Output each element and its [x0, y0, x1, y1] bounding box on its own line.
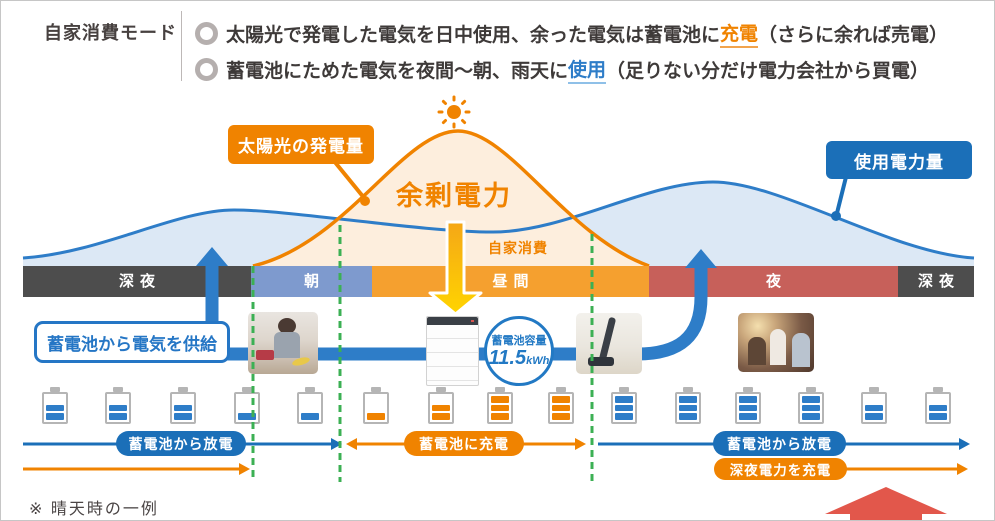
battery-icon [487, 387, 513, 424]
footnote: ※ 晴天時の一例 [29, 501, 159, 518]
battery-icon [925, 387, 951, 424]
pill-discharge-left: 蓄電池から放電 [116, 431, 246, 456]
sun-icon [437, 95, 471, 129]
photo-vacuum [576, 313, 642, 374]
battery-icon [105, 387, 131, 424]
supply-up-arrowhead-left [196, 247, 228, 266]
solar-callout-dot [360, 196, 370, 206]
capacity-title: 蓄電池容量 [491, 334, 547, 347]
timebar-midnight-right: 深夜 [898, 266, 974, 297]
bullet1-post: （さらに余れば売電） [758, 25, 949, 46]
solar-callout: 太陽光の発電量 [228, 125, 374, 164]
self-consumption-label: 自家消費 [488, 240, 548, 256]
battery-unit-image [426, 316, 479, 386]
surplus-power-label: 余剰電力 [396, 181, 512, 211]
solar-area [253, 131, 649, 266]
battery-icon [861, 387, 887, 424]
battery-icon [170, 387, 196, 424]
solar-curve [252, 129, 650, 268]
bullet-line-1: 太陽光で発電した電気を日中使用、余った電気は蓄電池に充電（さらに余れば売電） [195, 19, 948, 48]
red-up-arrow [825, 487, 947, 520]
self-consumption-arrow [428, 220, 483, 316]
header-divider [181, 11, 182, 81]
usage-callout-connector [835, 176, 848, 214]
timebar-night: 夜 [649, 266, 898, 297]
bullet2-highlight: 使用 [568, 55, 607, 84]
battery-icon [675, 387, 701, 424]
usage-callout-dot [831, 211, 841, 221]
pill-charge-day: 蓄電池に充電 [404, 431, 524, 456]
supply-up-arrowhead-right [685, 249, 717, 268]
charge-day-head-left [346, 438, 357, 450]
timebar-morning: 朝 [251, 266, 372, 297]
battery-icon [428, 387, 454, 424]
usage-area [23, 182, 974, 271]
bullet1-pre: 太陽光で発電した電気を日中使用、余った電気は蓄電池に [226, 25, 721, 46]
capacity-value: 11.5kWh [488, 346, 550, 369]
night-charge-right-head [957, 463, 968, 475]
bullet1-highlight: 充電 [720, 19, 759, 48]
battery-icon [611, 387, 637, 424]
discharge-right-head [959, 438, 970, 450]
pill-discharge-right: 蓄電池から放電 [713, 431, 846, 456]
timebar-daytime: 昼間 [372, 266, 649, 297]
photo-cooking [248, 312, 318, 374]
battery-capacity-badge: 蓄電池容量 11.5kWh [484, 316, 554, 386]
battery-icon [234, 387, 260, 424]
battery-icon [735, 387, 761, 424]
usage-curve [22, 180, 975, 260]
night-charge-left-head [239, 463, 250, 475]
mode-title: 自家消費モード [44, 23, 177, 43]
bullet2-pre: 蓄電池にためた電気を夜間～朝、雨天に [226, 61, 569, 82]
battery-icon [548, 387, 574, 424]
ring-bullet-icon [195, 22, 218, 45]
battery-icon [297, 387, 323, 424]
battery-icon [798, 387, 824, 424]
pill-charge-night: 深夜電力を充電 [714, 458, 847, 480]
solar-callout-connector [332, 159, 367, 201]
discharge-left-head [331, 438, 342, 450]
battery-supply-box: 蓄電池から電気を供給 [34, 321, 230, 363]
charge-day-head-right [575, 438, 586, 450]
ring-bullet-icon [195, 58, 218, 81]
usage-callout: 使用電力量 [826, 141, 972, 179]
battery-icon [363, 387, 389, 424]
bullet-line-2: 蓄電池にためた電気を夜間～朝、雨天に使用（足りない分だけ電力会社から買電） [195, 55, 929, 84]
battery-icon [42, 387, 68, 424]
bullet2-post: （足りない分だけ電力会社から買電） [606, 61, 930, 82]
photo-family [738, 313, 814, 372]
